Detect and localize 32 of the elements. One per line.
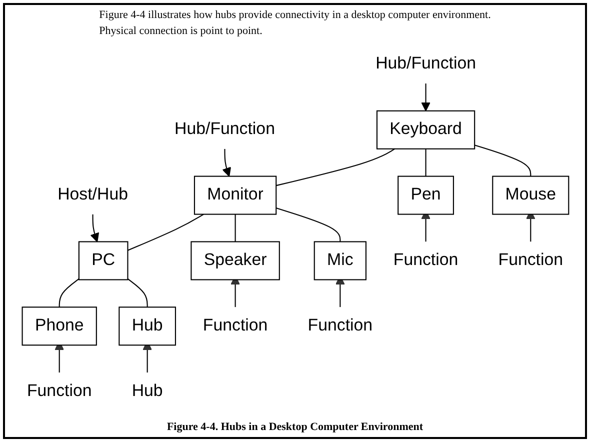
- connector: [474, 144, 532, 176]
- node-box: Speaker: [190, 241, 280, 280]
- connector: [127, 278, 148, 308]
- node-text: Host/Hub: [58, 186, 128, 204]
- connector: [276, 208, 341, 242]
- node-text: Function: [393, 251, 458, 270]
- note-text: Figure 4-4 illustrates how hubs provide connectivity in a desktop computer environment.: [99, 9, 491, 21]
- node-box: Mouse: [492, 176, 570, 215]
- connector: [425, 148, 426, 176]
- node-text: Function: [202, 316, 268, 335]
- arrow: [222, 148, 232, 177]
- arrow: [421, 83, 430, 112]
- connector: [58, 278, 80, 308]
- note-text: Physical connection is point to point.: [99, 25, 264, 37]
- node-box: Phone: [22, 306, 97, 346]
- node-text: Function: [26, 382, 92, 400]
- node-box: Mic: [314, 241, 366, 280]
- node-text: Function: [308, 316, 373, 335]
- node-box: Keyboard: [376, 110, 476, 150]
- figure-caption: Figure 4-4. Hubs in a Desktop Computer Environment: [166, 421, 424, 433]
- node-box: Hub: [118, 306, 176, 346]
- node-box: PC: [78, 241, 128, 280]
- arrow: [90, 214, 100, 242]
- connector: [128, 214, 204, 251]
- node-text: Function: [498, 251, 564, 270]
- node-box: Monitor: [194, 176, 277, 215]
- connector: [276, 148, 396, 186]
- node-box: Pen: [398, 176, 454, 215]
- node-text: Hub/Function: [174, 120, 275, 138]
- node-text: Hub: [132, 382, 163, 400]
- node-text: Hub/Function: [376, 54, 476, 73]
- connector: [234, 214, 236, 242]
